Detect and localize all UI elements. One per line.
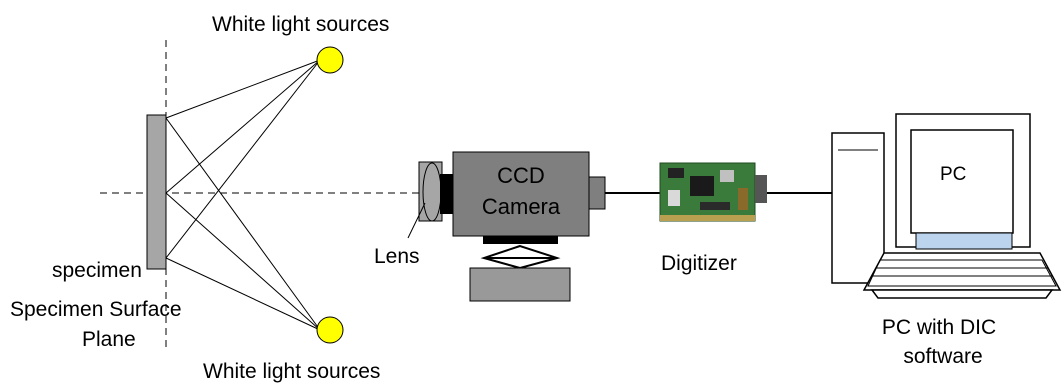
camera-label-line2: Camera — [482, 194, 561, 219]
digitizer-board-icon — [659, 162, 767, 222]
pc-caption-line2: software — [903, 345, 982, 368]
specimen — [146, 114, 167, 270]
lens-label: Lens — [374, 245, 420, 268]
light-source-top-icon — [316, 46, 344, 74]
ccd-camera — [440, 151, 606, 302]
pc-screen-label: PC — [940, 164, 966, 185]
pc-screen — [910, 129, 1014, 234]
light-rays — [165, 59, 321, 331]
camera-label-line1: CCD — [497, 163, 545, 188]
tripod-base — [469, 267, 571, 302]
digitizer-label: Digitizer — [661, 252, 737, 275]
light-source-bottom-label: White light sources — [203, 360, 380, 383]
lens-icon — [418, 161, 443, 222]
light-source-bottom-icon — [316, 316, 344, 344]
lens-pointer-line — [407, 202, 426, 239]
surface-plane-label-line1: Specimen Surface — [10, 298, 182, 321]
keyboard — [862, 252, 1062, 291]
pc-computer-icon — [831, 113, 1062, 299]
pc-caption-line1: PC with DIC — [882, 316, 996, 339]
specimen-label: specimen — [52, 259, 142, 282]
light-source-top-label: White light sources — [212, 13, 389, 36]
surface-plane-label-line2: Plane — [82, 328, 136, 351]
